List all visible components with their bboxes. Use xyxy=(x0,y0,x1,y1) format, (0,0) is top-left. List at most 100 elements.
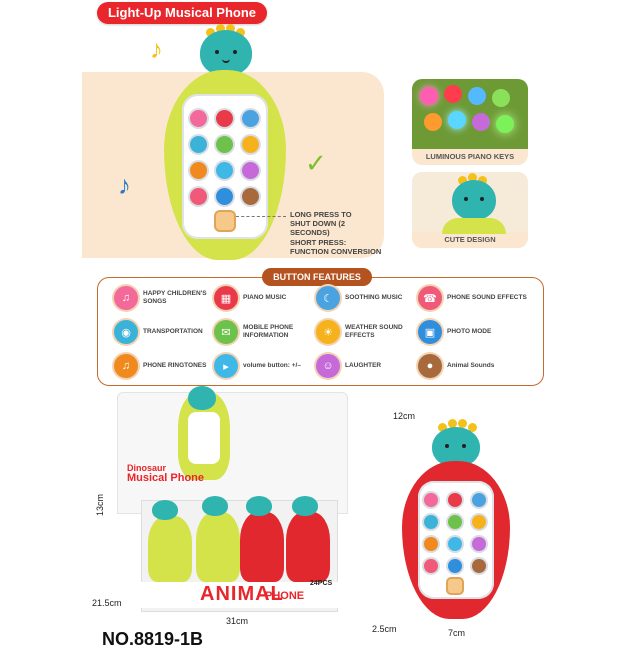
key-songs[interactable] xyxy=(190,110,207,127)
key-message[interactable] xyxy=(216,136,233,153)
dino-head xyxy=(452,180,496,220)
key-photo[interactable] xyxy=(448,559,462,573)
feature-item: ▣ PHOTO MODE xyxy=(418,320,538,344)
dino-spike xyxy=(438,423,447,432)
key-ringtone[interactable] xyxy=(190,162,207,179)
box-front-stripe xyxy=(140,582,338,608)
green-phone-row xyxy=(148,516,192,582)
dino-spike xyxy=(468,173,477,182)
box-depth-label: 21.5cm xyxy=(92,598,122,608)
dino-spike xyxy=(458,176,467,185)
dino-head xyxy=(188,386,216,410)
green-phone-row xyxy=(196,512,240,582)
dino-spike xyxy=(458,419,467,428)
key-transport[interactable] xyxy=(424,515,438,529)
glow-key xyxy=(420,87,438,105)
box-height-label: 13cm xyxy=(95,494,105,517)
feature-item: ✉ MOBILE PHONE INFORMATION xyxy=(214,320,314,344)
key-weather[interactable] xyxy=(242,136,259,153)
box-animal-text: ANIMAL xyxy=(200,583,284,605)
key-phone-sound[interactable] xyxy=(190,188,207,205)
car-icon: ◉ xyxy=(114,320,138,344)
key-photo[interactable] xyxy=(216,188,233,205)
music-note-icon: ♪ xyxy=(118,170,131,200)
key-volume[interactable] xyxy=(448,537,462,551)
glow-key xyxy=(448,111,466,129)
dino-spike xyxy=(448,419,457,428)
dino-head xyxy=(292,496,318,516)
key-songs[interactable] xyxy=(424,493,438,507)
dino-head xyxy=(152,500,178,520)
glow-key xyxy=(444,85,462,103)
dino-spike xyxy=(206,28,215,37)
feature-item: ● Animal Sounds xyxy=(418,354,538,378)
feature-label: MOBILE PHONE INFORMATION xyxy=(243,324,294,339)
feature-item: ☎ PHONE SOUND EFFECTS xyxy=(418,286,538,310)
red-phone-row xyxy=(286,512,330,582)
dino-eye xyxy=(464,197,468,201)
feature-label: PHONE SOUND EFFECTS xyxy=(447,294,527,301)
luminous-keys-card: LUMINOUS PIANO KEYS xyxy=(412,79,528,165)
feature-label: PHONE RINGTONES xyxy=(143,362,207,369)
feature-label: TRANSPORTATION xyxy=(143,328,203,335)
callout-line xyxy=(236,216,286,217)
cute-design-photo xyxy=(412,172,528,234)
feature-label: LAUGHTER xyxy=(345,362,382,369)
feature-label: Animal Sounds xyxy=(447,362,495,369)
dino-spike xyxy=(226,24,235,33)
cute-design-label: CUTE DESIGN xyxy=(412,232,528,248)
dino-mouth xyxy=(222,58,230,63)
moon-icon: ☾ xyxy=(316,286,340,310)
dino-spike xyxy=(236,28,245,37)
weather-icon: ☀ xyxy=(316,320,340,344)
key-laughter[interactable] xyxy=(472,537,486,551)
key-soothing[interactable] xyxy=(242,110,259,127)
key-message[interactable] xyxy=(448,515,462,529)
message-icon: ✉ xyxy=(214,320,238,344)
dino-eye xyxy=(445,444,449,448)
feature-item: ◉ TRANSPORTATION xyxy=(114,320,214,344)
key-animal[interactable] xyxy=(242,188,259,205)
bell-icon: ♫ xyxy=(114,354,138,378)
dino-spike xyxy=(468,423,477,432)
title-badge: Light-Up Musical Phone xyxy=(97,2,267,24)
music-notes-icon: ♫ xyxy=(114,286,138,310)
callout-short-press: SHORT PRESS: FUNCTION CONVERSION xyxy=(290,238,382,256)
phone-icon: ☎ xyxy=(418,286,442,310)
feature-item: ▸ volume button: +/– xyxy=(214,354,314,378)
spacer xyxy=(128,605,129,606)
piano-icon: ▦ xyxy=(214,286,238,310)
power-button[interactable] xyxy=(216,212,234,230)
phone-keypad xyxy=(418,481,494,599)
callout-long-press: LONG PRESS TO SHUT DOWN (2 SECONDS) xyxy=(290,210,352,237)
dino-eye xyxy=(233,50,237,54)
display-box-back xyxy=(117,392,348,514)
key-weather[interactable] xyxy=(472,515,486,529)
red-phone-row xyxy=(240,512,284,582)
luminous-keys-photo xyxy=(412,79,528,149)
key-transport[interactable] xyxy=(190,136,207,153)
glow-key xyxy=(492,89,510,107)
feature-item: ☀ WEATHER SOUND EFFECTS xyxy=(316,320,416,344)
box-brand-line1: Dinosaur xyxy=(127,463,167,473)
dino-eye xyxy=(480,197,484,201)
glow-key xyxy=(468,87,486,105)
power-button[interactable] xyxy=(448,579,462,593)
key-piano[interactable] xyxy=(448,493,462,507)
dino-head xyxy=(432,427,480,467)
key-phone-sound[interactable] xyxy=(424,559,438,573)
feature-label: WEATHER SOUND EFFECTS xyxy=(345,324,403,339)
key-animal[interactable] xyxy=(472,559,486,573)
key-ringtone[interactable] xyxy=(424,537,438,551)
dino-eye xyxy=(462,444,466,448)
feature-item: ♫ PHONE RINGTONES xyxy=(114,354,214,378)
glow-key xyxy=(424,113,442,131)
key-piano[interactable] xyxy=(216,110,233,127)
feature-item: ☾ SOOTHING MUSIC xyxy=(316,286,416,310)
key-laughter[interactable] xyxy=(242,162,259,179)
key-soothing[interactable] xyxy=(472,493,486,507)
feature-item: ♫ HAPPY CHILDREN'S SONGS xyxy=(114,286,214,310)
dino-spike xyxy=(216,24,225,33)
green-phone xyxy=(160,22,290,262)
key-volume[interactable] xyxy=(216,162,233,179)
